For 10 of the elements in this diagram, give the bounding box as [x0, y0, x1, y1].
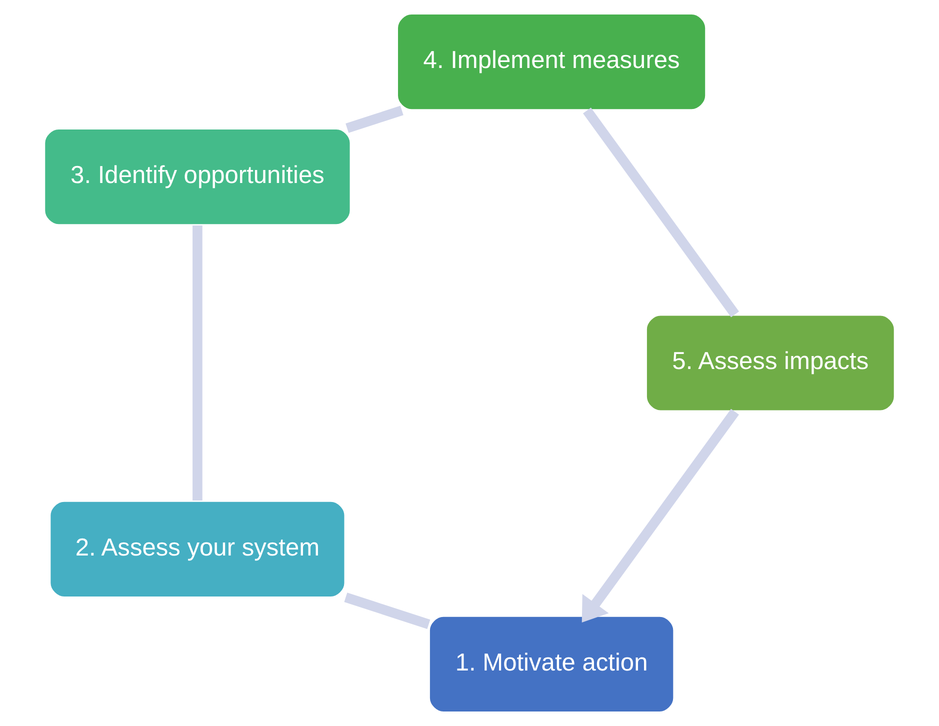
connector: [344, 592, 430, 629]
connector: [346, 106, 404, 133]
node-box: 3. Identify opportunities: [42, 127, 352, 227]
arrow: [582, 408, 739, 622]
node-box: 1. Motivate action: [428, 614, 676, 714]
node-box: 4. Implement measures: [396, 12, 708, 112]
connector: [583, 108, 740, 318]
node-box: 2. Assess your system: [48, 499, 347, 599]
connector: [192, 226, 202, 500]
node-box: 5. Assess impacts: [644, 313, 896, 413]
